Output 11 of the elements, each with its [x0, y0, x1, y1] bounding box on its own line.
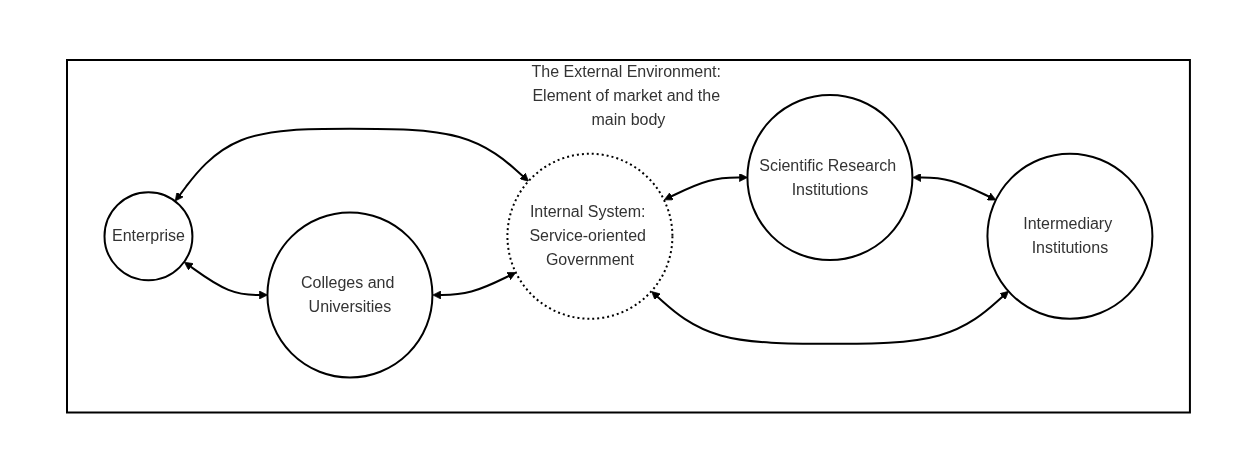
arrow	[912, 173, 997, 201]
node-circle: Internal System: Service-oriented Government	[506, 153, 674, 320]
arrow	[664, 173, 748, 201]
node-circle: Scientific Research Institutions	[746, 94, 914, 262]
arrow	[651, 291, 1009, 345]
node-circle: Colleges and Universities	[266, 211, 434, 379]
node-circle: Intermediary Institutions	[986, 153, 1154, 320]
node-circle: Enterprise	[103, 191, 194, 282]
arrow	[184, 262, 268, 300]
arrow	[432, 272, 517, 300]
arrow	[174, 128, 529, 202]
